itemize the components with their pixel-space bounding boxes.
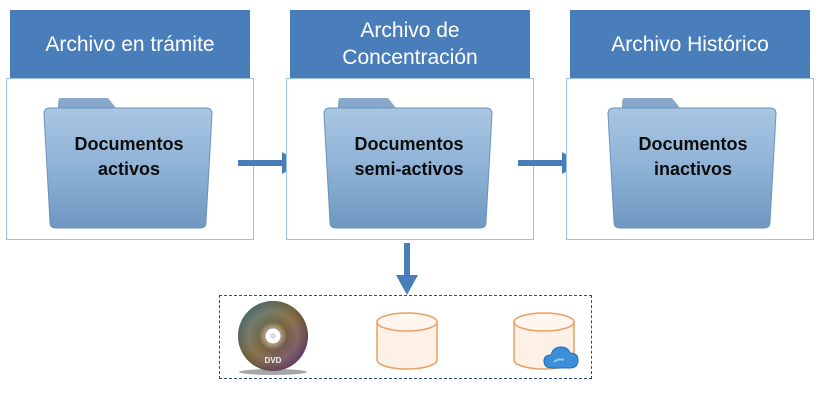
stage-title: Archivo Histórico [611, 32, 769, 56]
folder-icon: Documentos semi-activos [322, 90, 496, 230]
folder-label-line1: Documentos [638, 134, 748, 154]
stage-header-tramite: Archivo en trámite [10, 10, 250, 78]
folder-label-line2: activos [97, 159, 161, 179]
folder-icon: Documentos activos [42, 90, 216, 230]
stage-header-concentracion: Archivo de Concentración [290, 10, 530, 78]
stage-title: Archivo en trámite [45, 32, 215, 56]
cloud-database-icon [513, 312, 579, 370]
stage-title-line1: Archivo de [360, 19, 460, 42]
stage-header-historico: Archivo Histórico [570, 10, 810, 78]
dvd-disc-icon: DVD [238, 301, 308, 375]
folder-label-line2: semi-activos [354, 159, 464, 179]
stage-title-line2: Concentración [342, 46, 478, 69]
folder-label-line1: Documentos [74, 134, 184, 154]
folder-label-line1: Documentos [354, 134, 464, 154]
arrow-down-icon [396, 243, 418, 295]
dvd-logo-text: DVD [265, 356, 282, 365]
folder-icon: Documentos inactivos [606, 90, 780, 230]
database-icon [376, 312, 438, 370]
folder-label-line2: inactivos [653, 159, 733, 179]
storage-media-box: DVD [219, 295, 592, 379]
